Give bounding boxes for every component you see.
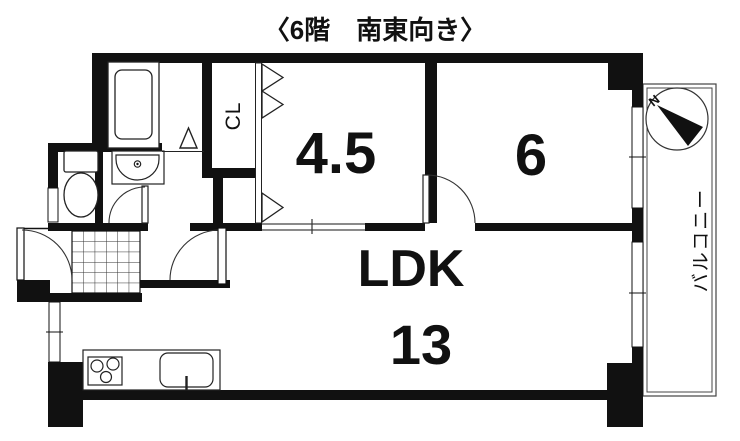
entrance-door-leaf [16, 227, 25, 281]
hall-door-swing [169, 229, 219, 281]
folding-door-chevron [261, 191, 285, 224]
compass: N [645, 87, 709, 151]
washroom-door-swing [108, 186, 146, 224]
window-toilet [47, 187, 59, 223]
washroom-door-leaf [141, 185, 149, 224]
room6-door-swing [426, 174, 476, 224]
window-right-lower [631, 241, 644, 348]
room2-label: 6 [515, 123, 547, 188]
genkan [16, 227, 141, 294]
burner [106, 357, 120, 371]
folding-door-chevron [261, 89, 285, 120]
toilet [63, 150, 99, 218]
ldk-size-label: 13 [390, 313, 452, 376]
compass-needle [657, 105, 703, 146]
hall-ldk-thin-wall [217, 227, 227, 285]
washroom [108, 150, 165, 224]
bathtub-inner [114, 69, 153, 140]
burner [99, 370, 113, 384]
balcony-label: バルコニー [691, 188, 712, 293]
room1-label: 4.5 [296, 121, 377, 186]
plan-title: 〈6階 南東向き〉 [264, 15, 486, 45]
sliding-door [262, 219, 365, 234]
burner [90, 359, 104, 373]
walls [17, 53, 643, 427]
room6-door [422, 174, 476, 224]
toilet-tank [63, 150, 99, 173]
hall [169, 227, 227, 285]
entrance-door-swing [21, 229, 73, 281]
toilet-bowl [63, 172, 99, 218]
bathroom [107, 61, 204, 152]
ldk-label: LDK [358, 240, 465, 298]
kitchen [82, 349, 221, 391]
genkan-tile-floor [71, 230, 141, 294]
closet-label: CL [222, 102, 245, 131]
windows [46, 106, 646, 363]
room6-door-leaf [422, 174, 430, 224]
bathroom-door-mark [178, 126, 199, 149]
folding-door-chevron [261, 62, 285, 93]
closet-folding-door [255, 62, 285, 224]
